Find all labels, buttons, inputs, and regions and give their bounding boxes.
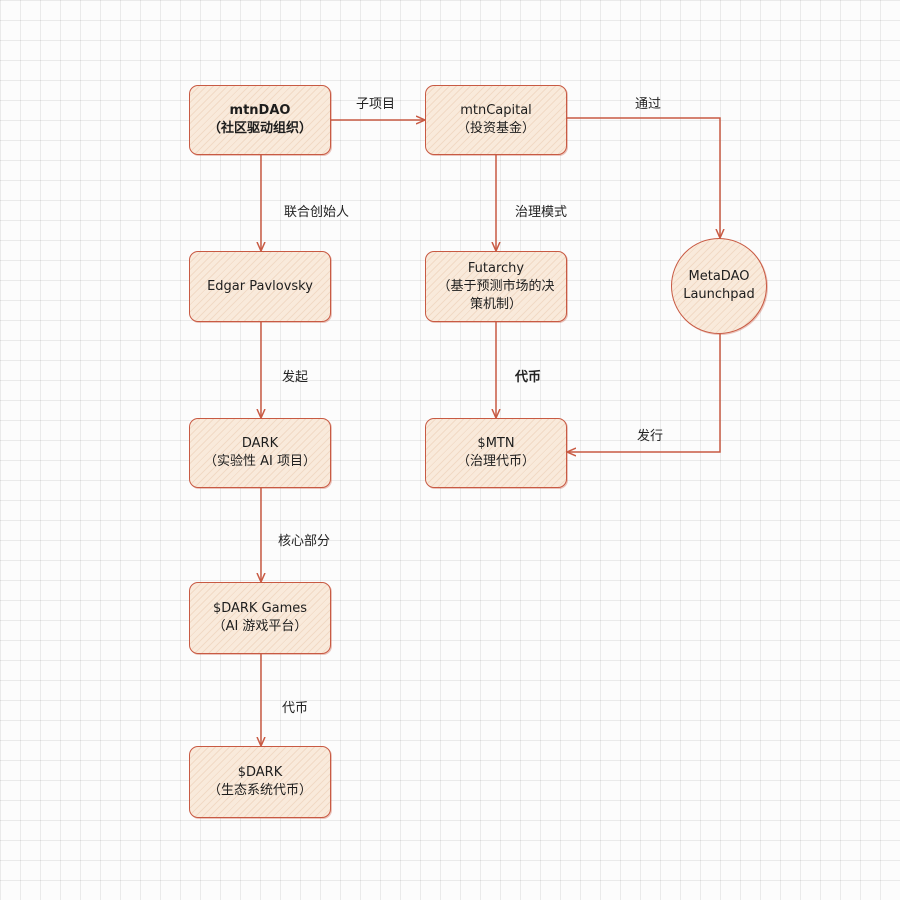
node-futarchy-desc-1: （基于预测市场的决 <box>437 278 555 294</box>
node-metadao-launchpad: MetaDAO Launchpad <box>671 238 767 334</box>
node-mtn-token: $MTN （治理代币） <box>425 418 567 488</box>
node-dark-token: $DARK （生态系统代币） <box>189 746 331 818</box>
edge-label-subproject: 子项目 <box>356 97 396 112</box>
edge-issue <box>568 334 721 452</box>
node-metadao-title: MetaDAO <box>688 269 750 284</box>
node-mtncapital-subtitle: （投资基金） <box>456 121 535 136</box>
node-mtn-title: $MTN <box>477 436 515 451</box>
node-dark-title: DARK <box>241 436 279 451</box>
node-dark-games-subtitle: （AI 游戏平台） <box>212 619 308 634</box>
node-mtndao-title: mtnDAO <box>229 103 291 118</box>
edge-label-cofounder: 联合创始人 <box>284 205 350 220</box>
node-dark-token-title: $DARK <box>237 765 283 780</box>
edge-label-token-games: 代币 <box>282 701 309 716</box>
node-metadao-subtitle: Launchpad <box>683 287 755 302</box>
node-mtncapital-title: mtnCapital <box>460 103 532 118</box>
edge-label-via: 通过 <box>635 97 662 112</box>
node-futarchy: Futarchy （基于预测市场的决 策机制） <box>425 251 567 322</box>
node-dark-games: $DARK Games （AI 游戏平台） <box>189 582 331 654</box>
node-mtn-subtitle: （治理代币） <box>456 454 535 469</box>
edge-label-initiated: 发起 <box>282 370 309 385</box>
edge-label-core-part: 核心部分 <box>278 534 331 549</box>
node-mtndao-subtitle: （社区驱动组织） <box>207 121 312 136</box>
node-dark-token-subtitle: （生态系统代币） <box>207 783 312 798</box>
node-futarchy-desc-2: 策机制） <box>469 296 522 312</box>
node-dark-subtitle: （实验性 AI 项目） <box>204 454 316 469</box>
edge-label-token-futarchy: 代币 <box>515 370 542 385</box>
node-dark: DARK （实验性 AI 项目） <box>189 418 331 488</box>
node-edgar-title: Edgar Pavlovsky <box>207 278 313 294</box>
edge-via <box>567 117 720 237</box>
node-dark-games-title: $DARK Games <box>212 601 308 616</box>
node-mtndao: mtnDAO （社区驱动组织） <box>189 85 331 155</box>
edge-label-issue: 发行 <box>637 429 664 444</box>
node-mtncapital: mtnCapital （投资基金） <box>425 85 567 155</box>
node-edgar: Edgar Pavlovsky <box>189 251 331 322</box>
edge-label-governance-model: 治理模式 <box>515 205 568 220</box>
node-futarchy-title: Futarchy <box>467 260 525 276</box>
